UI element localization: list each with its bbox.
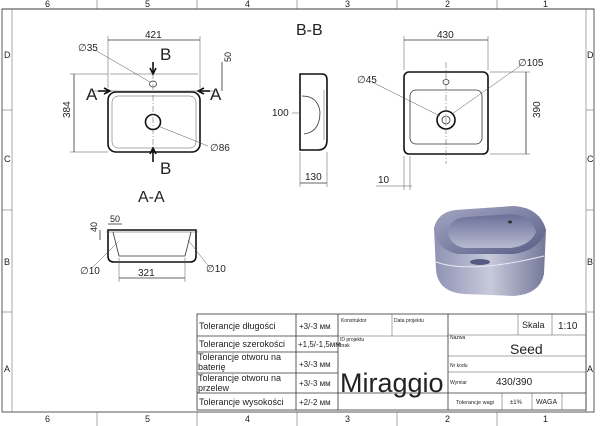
tolerance-value: +3/-3 мм (299, 379, 331, 388)
dim-height: 390 (532, 101, 543, 118)
tolerance-label: Tolerancje otworu na baterię (198, 352, 282, 372)
section-bb-labels: B-B 100 130 (272, 22, 323, 183)
brand-logo: Miraggio (340, 368, 444, 398)
skala-value: 1:10 (558, 321, 578, 332)
cut-label-b: B (160, 159, 171, 178)
frame-letter: C (4, 154, 11, 164)
dim-40: 40 (89, 222, 99, 232)
data-projektu-label: Data projektu (394, 318, 424, 324)
frame-num: 6 (45, 414, 50, 424)
nr-kodu-label: Nr kodu (450, 363, 468, 369)
tolerance-weight-label: Tolerancje wagi (456, 400, 494, 406)
tolerance-label: Tolerancje szerokości (199, 339, 285, 349)
frame-num: 4 (245, 414, 250, 424)
dim-height: 384 (62, 101, 73, 118)
title-block (196, 313, 587, 411)
frame-bottom-numbers: 6 5 4 3 2 1 (45, 414, 548, 424)
product-name: Seed (510, 341, 543, 357)
dia-86-label: ∅86 (210, 143, 230, 154)
section-title-aa: A-A (138, 189, 165, 206)
dia-105-label: ∅105 (518, 58, 544, 69)
dia-35-label: ∅35 (78, 43, 98, 54)
cut-label-b: B (160, 45, 171, 64)
top-view (70, 36, 223, 162)
id-projektu-box: ID projektu brak (340, 337, 365, 349)
dia-10-label: ∅10 (206, 264, 226, 275)
frame-num: 3 (345, 414, 350, 424)
frame-num: 1 (543, 0, 548, 9)
wymiar-label: Wymiar (450, 380, 467, 386)
tolerance-value: +1,5/-1,5мм (298, 340, 341, 349)
tolerance-label: Tolerancje otworu na przelew (198, 373, 282, 393)
dim-130: 130 (305, 172, 322, 183)
frame-letter: A (587, 364, 593, 374)
dim-width: 430 (437, 30, 454, 41)
frame-num: 4 (245, 0, 250, 9)
dim-10: 10 (378, 175, 390, 186)
dim-50: 50 (223, 52, 233, 62)
nazwa-label: Nazwa (450, 335, 466, 341)
konstruktor-label: Konstruktor (341, 318, 367, 324)
frame-num: 5 (145, 414, 150, 424)
title-block-text: Tolerancje długości +3/-3 мм Tolerancje … (198, 318, 578, 407)
frame-num: 3 (345, 0, 350, 9)
frame-letter: D (4, 50, 11, 60)
frame-letter: B (4, 257, 10, 267)
front-view-labels: 430 390 ∅45 ∅105 10 (357, 30, 544, 186)
tolerance-value: +3/-3 мм (299, 322, 331, 331)
frame-num: 1 (543, 414, 548, 424)
tolerance-label: Tolerancje długości (199, 321, 276, 331)
frame-letter: B (587, 257, 593, 267)
dim-width: 421 (145, 30, 162, 41)
front-view (371, 36, 530, 190)
dia-45-label: ∅45 (357, 75, 377, 86)
basin-render (434, 206, 546, 296)
section-aa-labels: A-A 50 40 321 ∅10 ∅10 (80, 189, 226, 279)
section-title-bb: B-B (296, 22, 323, 39)
frame-letter: C (587, 154, 594, 164)
waga-label: WAGA (536, 399, 557, 406)
id-projektu-label: ID projektu brak (340, 337, 365, 349)
frame-right-letters: D C B A (587, 50, 594, 374)
tolerance-label: Tolerancje wysokości (199, 397, 284, 407)
dia-10-label: ∅10 (80, 266, 100, 277)
frame-left-letters: D C B A (4, 50, 11, 374)
tolerance-weight-value: ±1% (510, 400, 523, 406)
section-aa-view (91, 223, 211, 282)
dim-100: 100 (272, 108, 289, 119)
cut-label-a: A (210, 85, 222, 104)
dim-321: 321 (138, 268, 155, 279)
frame-num: 5 (145, 0, 150, 9)
frame-letter: D (587, 50, 594, 60)
tolerance-label-box: Tolerancje otworu na baterię (198, 352, 282, 372)
dim-50: 50 (110, 214, 120, 224)
top-view-outline (107, 91, 201, 153)
section-bb-view (292, 73, 328, 187)
cut-label-a: A (86, 85, 98, 104)
frame-num: 2 (445, 414, 450, 424)
frame-letter: A (4, 364, 10, 374)
top-view-labels: 421 384 50 ∅35 ∅86 B B A A (62, 30, 233, 178)
frame-num: 6 (45, 0, 50, 9)
tolerance-value: +3/-3 мм (299, 360, 331, 369)
product-dimension: 430/390 (496, 377, 533, 388)
skala-label: Skala (522, 320, 545, 330)
tolerance-label-box: Tolerancje otworu na przelew (198, 373, 282, 393)
frame-num: 2 (445, 0, 450, 9)
tolerance-value: +2/-2 мм (299, 398, 331, 407)
frame-top-numbers: 6 5 4 3 2 1 (45, 0, 548, 9)
